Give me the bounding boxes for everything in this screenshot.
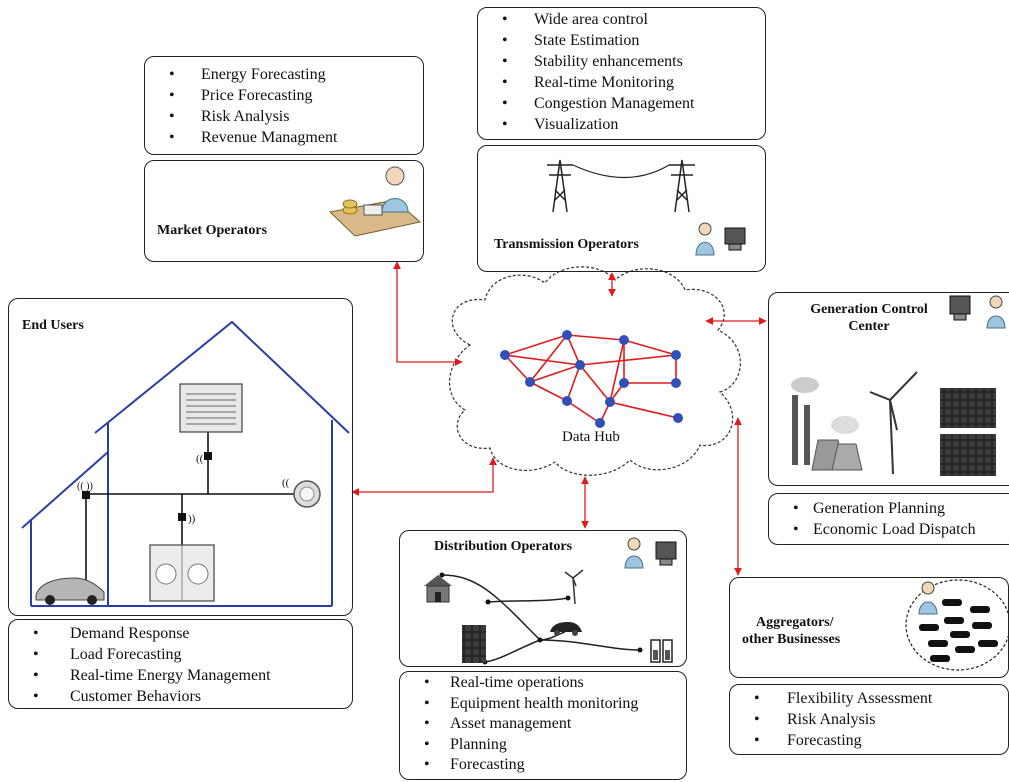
connectors bbox=[351, 261, 767, 576]
power-plant-icon bbox=[791, 377, 863, 471]
house-drawing bbox=[21, 320, 350, 607]
end-users-task: Customer Behaviors bbox=[9, 686, 352, 707]
battery-icon bbox=[650, 639, 673, 663]
data-hub-cloud bbox=[449, 266, 741, 476]
market-operators-box bbox=[144, 160, 424, 262]
market-task-list: Energy Forecasting Price Forecasting Ris… bbox=[145, 64, 423, 148]
svg-text:((: (( bbox=[196, 453, 204, 465]
transmission-task-list: Wide area control State Estimation Stabi… bbox=[478, 9, 765, 135]
aggregators-task: Forecasting bbox=[730, 730, 1008, 751]
generation-title-line2: Center bbox=[848, 319, 890, 334]
transmission-task: Stability enhancements bbox=[478, 51, 765, 72]
house-icon bbox=[424, 575, 452, 603]
aggregators-task-list: Flexibility Assessment Risk Analysis For… bbox=[730, 688, 1008, 751]
transmission-task: Congestion Management bbox=[478, 93, 765, 114]
end-users-title: End Users bbox=[22, 318, 84, 333]
hub-nodes bbox=[500, 330, 683, 428]
generation-task: Economic Load Dispatch bbox=[769, 519, 1009, 540]
transmission-task: State Estimation bbox=[478, 30, 765, 51]
distribution-task: Planning bbox=[400, 735, 686, 756]
wind-turbine-icon bbox=[869, 371, 918, 475]
end-users-box bbox=[8, 298, 353, 616]
market-task: Energy Forecasting bbox=[145, 64, 423, 85]
generation-task: Generation Planning bbox=[769, 498, 1009, 519]
end-users-task: Load Forecasting bbox=[9, 644, 352, 665]
small-wind-turbine-icon bbox=[564, 569, 584, 605]
aggregators-title: Aggregators/ other Businesses bbox=[742, 614, 840, 648]
electric-car-icon bbox=[35, 577, 105, 605]
transmission-operator-icons bbox=[695, 222, 746, 256]
transmission-operators-title: Transmission Operators bbox=[494, 237, 639, 252]
distribution-tasks-box: Real-time operations Equipment health mo… bbox=[399, 671, 687, 780]
data-hub-label: Data Hub bbox=[562, 429, 620, 445]
market-operator-icon bbox=[328, 166, 422, 237]
generation-task-list: Generation Planning Economic Load Dispat… bbox=[769, 498, 1009, 540]
aggregators-tasks-box: Flexibility Assessment Risk Analysis For… bbox=[729, 684, 1009, 755]
distribution-task: Asset management bbox=[400, 714, 686, 735]
svg-text:((: (( bbox=[282, 477, 290, 489]
market-operators-title: Market Operators bbox=[157, 223, 268, 238]
aggregators-task: Risk Analysis bbox=[730, 709, 1008, 730]
market-task: Revenue Managment bbox=[145, 127, 423, 148]
end-users-tasks-box: Demand Response Load Forecasting Real-ti… bbox=[8, 619, 353, 709]
end-users-task: Demand Response bbox=[9, 623, 352, 644]
generation-operator-icons bbox=[949, 295, 1006, 329]
svg-text:(( )): (( )) bbox=[77, 481, 93, 492]
transmission-task: Real-time Monitoring bbox=[478, 72, 765, 93]
distribution-solar-icon bbox=[462, 625, 486, 663]
market-tasks-box: Energy Forecasting Price Forecasting Ris… bbox=[144, 56, 424, 155]
distribution-task: Real-time operations bbox=[400, 673, 686, 694]
distribution-car-icon bbox=[550, 622, 582, 636]
generation-title-line1: Generation Control bbox=[810, 302, 928, 317]
washer-dryer-icon: )) bbox=[149, 513, 215, 602]
transmission-operators-box bbox=[477, 145, 766, 272]
distribution-title: Distribution Operators bbox=[434, 539, 573, 554]
transmission-tasks-box: Wide area control State Estimation Stabi… bbox=[477, 7, 766, 140]
generation-tasks-box: Generation Planning Economic Load Dispat… bbox=[768, 493, 1009, 545]
end-users-task: Real-time Energy Management bbox=[9, 665, 352, 686]
market-task: Price Forecasting bbox=[145, 85, 423, 106]
svg-text:)): )) bbox=[188, 513, 196, 525]
generation-box bbox=[768, 292, 1009, 486]
transmission-task: Wide area control bbox=[478, 9, 765, 30]
distribution-box bbox=[399, 530, 687, 667]
distribution-task: Equipment health monitoring bbox=[400, 694, 686, 715]
aggregators-task: Flexibility Assessment bbox=[730, 688, 1008, 709]
router-icon: (( )) bbox=[77, 481, 93, 499]
solar-panels-icon bbox=[940, 388, 996, 476]
ev-fleet-icon bbox=[905, 579, 1009, 671]
market-task: Risk Analysis bbox=[145, 106, 423, 127]
generation-title: Generation Control Center bbox=[784, 301, 954, 335]
transmission-towers-icon bbox=[547, 159, 695, 213]
transmission-task: Visualization bbox=[478, 114, 765, 135]
aggregators-title-line1: Aggregators/ bbox=[756, 615, 834, 630]
aggregators-title-line2: other Businesses bbox=[742, 632, 841, 647]
distribution-task: Forecasting bbox=[400, 755, 686, 776]
distribution-operator-icons bbox=[624, 537, 677, 569]
end-users-task-list: Demand Response Load Forecasting Real-ti… bbox=[9, 623, 352, 707]
distribution-task-list: Real-time operations Equipment health mo… bbox=[400, 673, 686, 776]
smart-meter-icon: (( bbox=[282, 477, 321, 508]
air-conditioner-icon: (( bbox=[179, 383, 243, 465]
